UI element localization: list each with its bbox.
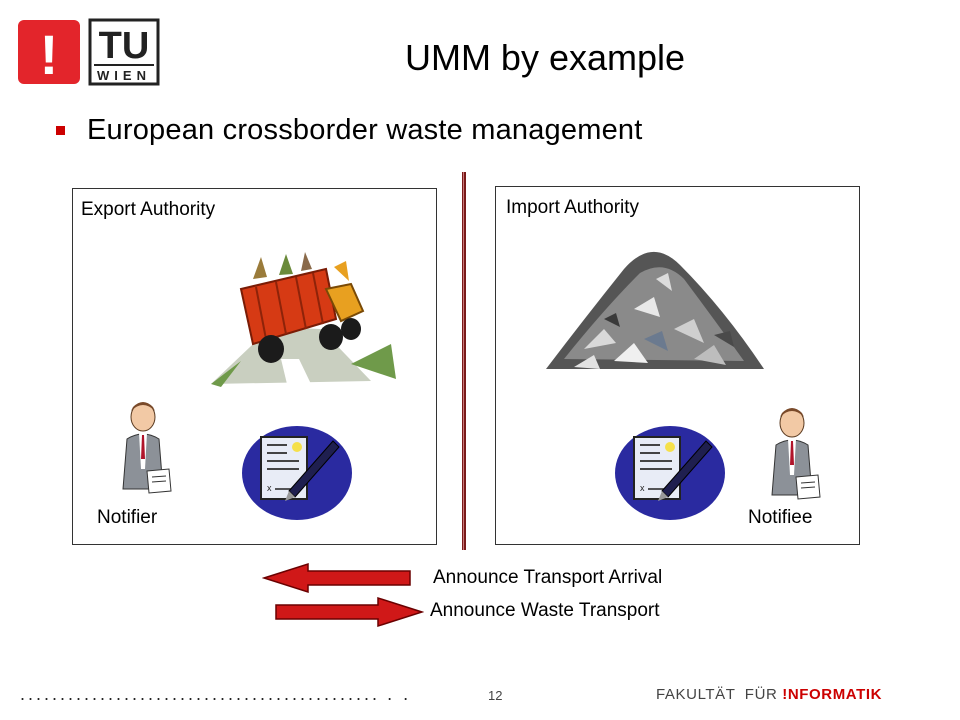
faculty-name: !NFORMATIK [782, 686, 883, 703]
logo-wien: WIEN [97, 68, 151, 83]
notifiee-label: Notifiee [748, 507, 813, 528]
waste-pile-icon [544, 239, 766, 373]
bullet-text: European crossborder waste management [87, 113, 643, 146]
export-authority-panel: Export Authority [72, 188, 437, 545]
signed-document-icon: x [614, 421, 726, 521]
bullet-item: European crossborder waste management [56, 110, 642, 150]
import-authority-panel: Import Authority x [495, 186, 860, 545]
bullet-square-icon [56, 125, 65, 135]
logo: ! TU WIEN [18, 18, 160, 86]
logo-tu: TU [99, 25, 150, 67]
signed-document-icon: x [241, 421, 353, 521]
notifier-label: Notifier [97, 507, 158, 528]
garbage-truck-icon [201, 249, 401, 389]
logo-mark: ! [40, 23, 59, 86]
faculty-brand: FAKULTÄT FÜR !NFORMATIK [656, 686, 882, 703]
footer-dots: ........................................… [20, 684, 412, 704]
notifier-businessman-icon [109, 399, 173, 499]
svg-text:x: x [267, 483, 272, 493]
slide-title: UMM by example [404, 37, 686, 78]
arrow-right-icon [274, 596, 425, 628]
vertical-divider [461, 172, 467, 550]
arrow-left-icon [261, 562, 412, 594]
message-label: Announce Waste Transport [430, 600, 660, 621]
import-authority-label: Import Authority [506, 197, 640, 218]
page-number: 12 [488, 688, 503, 703]
notifiee-businessman-icon [758, 405, 822, 505]
export-authority-label: Export Authority [81, 199, 216, 220]
faculty-prefix: FAKULTÄT FÜR [656, 686, 778, 703]
message-label: Announce Transport Arrival [433, 567, 663, 588]
svg-text:x: x [640, 483, 645, 493]
